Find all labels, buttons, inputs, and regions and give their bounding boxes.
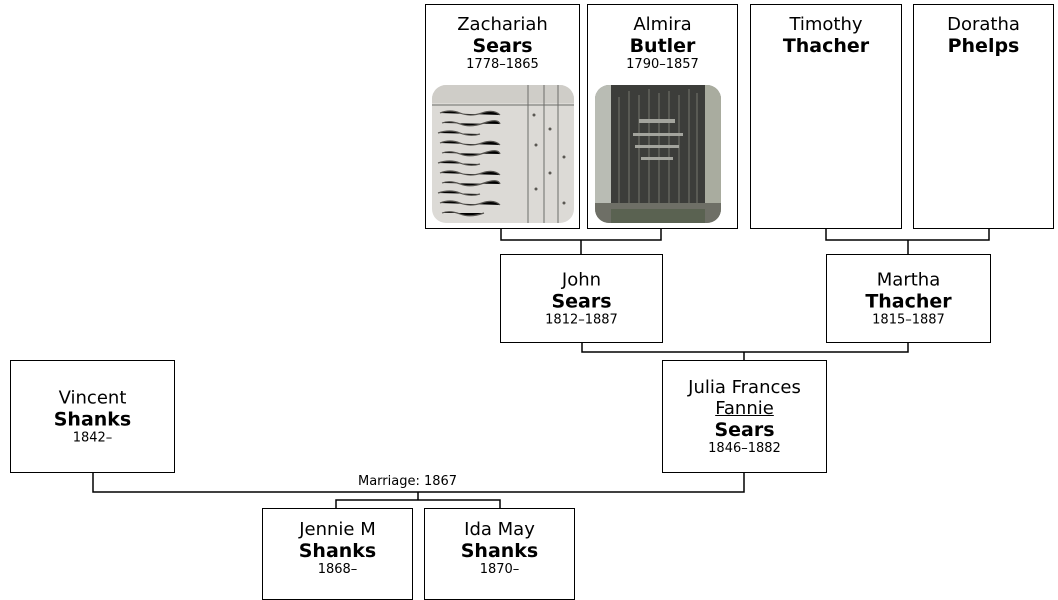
person-almira-butler[interactable]: Almira Butler 1790–1857 <box>587 4 738 229</box>
surname: Shanks <box>53 408 132 430</box>
surname: Sears <box>714 418 775 441</box>
person-jennie-m-shanks[interactable]: Jennie M Shanks 1868– <box>262 508 413 600</box>
surname: Shanks <box>460 540 539 562</box>
given-name: Zachariah <box>457 14 548 35</box>
life-dates: 1868– <box>317 562 358 577</box>
given-name: Jennie M <box>299 519 376 540</box>
given-name: Ida May <box>464 519 535 540</box>
person-ida-may-shanks[interactable]: Ida May Shanks 1870– <box>424 508 575 600</box>
life-dates: 1790–1857 <box>626 57 699 72</box>
gravestone-photo <box>595 85 721 223</box>
life-dates: 1778–1865 <box>466 57 539 72</box>
census-record-photo <box>432 85 574 223</box>
surname: Thacher <box>782 35 870 57</box>
surname: Thacher <box>865 290 952 312</box>
life-dates: 1812–1887 <box>545 312 618 327</box>
surname: Butler <box>629 35 696 57</box>
person-doratha-phelps[interactable]: Doratha Phelps <box>913 4 1054 229</box>
life-dates: 1870– <box>479 562 520 577</box>
person-julia-frances-sears[interactable]: Julia Frances Fannie Sears 1846–1882 <box>662 360 827 473</box>
person-martha-thacher[interactable]: Martha Thacher 1815–1887 <box>826 254 991 343</box>
life-dates: 1842– <box>72 430 113 445</box>
given-name: Martha <box>876 269 941 290</box>
person-zachariah-sears[interactable]: Zachariah Sears 1778–1865 <box>425 4 580 229</box>
person-john-sears[interactable]: John Sears 1812–1887 <box>500 254 663 343</box>
given-name: Julia Frances <box>688 376 801 398</box>
surname: Sears <box>472 35 533 57</box>
given-name: Doratha <box>947 14 1020 35</box>
person-vincent-shanks[interactable]: Vincent Shanks 1842– <box>10 360 175 473</box>
person-timothy-thacher[interactable]: Timothy Thacher <box>750 4 902 229</box>
surname: Shanks <box>298 540 377 562</box>
life-dates: 1846–1882 <box>708 440 781 456</box>
given-name: John <box>561 269 602 290</box>
marriage-label: Marriage: 1867 <box>357 474 459 490</box>
life-dates: 1815–1887 <box>872 312 945 327</box>
given-name: Timothy <box>789 14 863 35</box>
nickname: Fannie <box>715 397 774 419</box>
given-name: Vincent <box>58 387 127 408</box>
surname: Sears <box>551 290 612 312</box>
given-name: Almira <box>633 14 692 35</box>
surname: Phelps <box>947 35 1020 57</box>
